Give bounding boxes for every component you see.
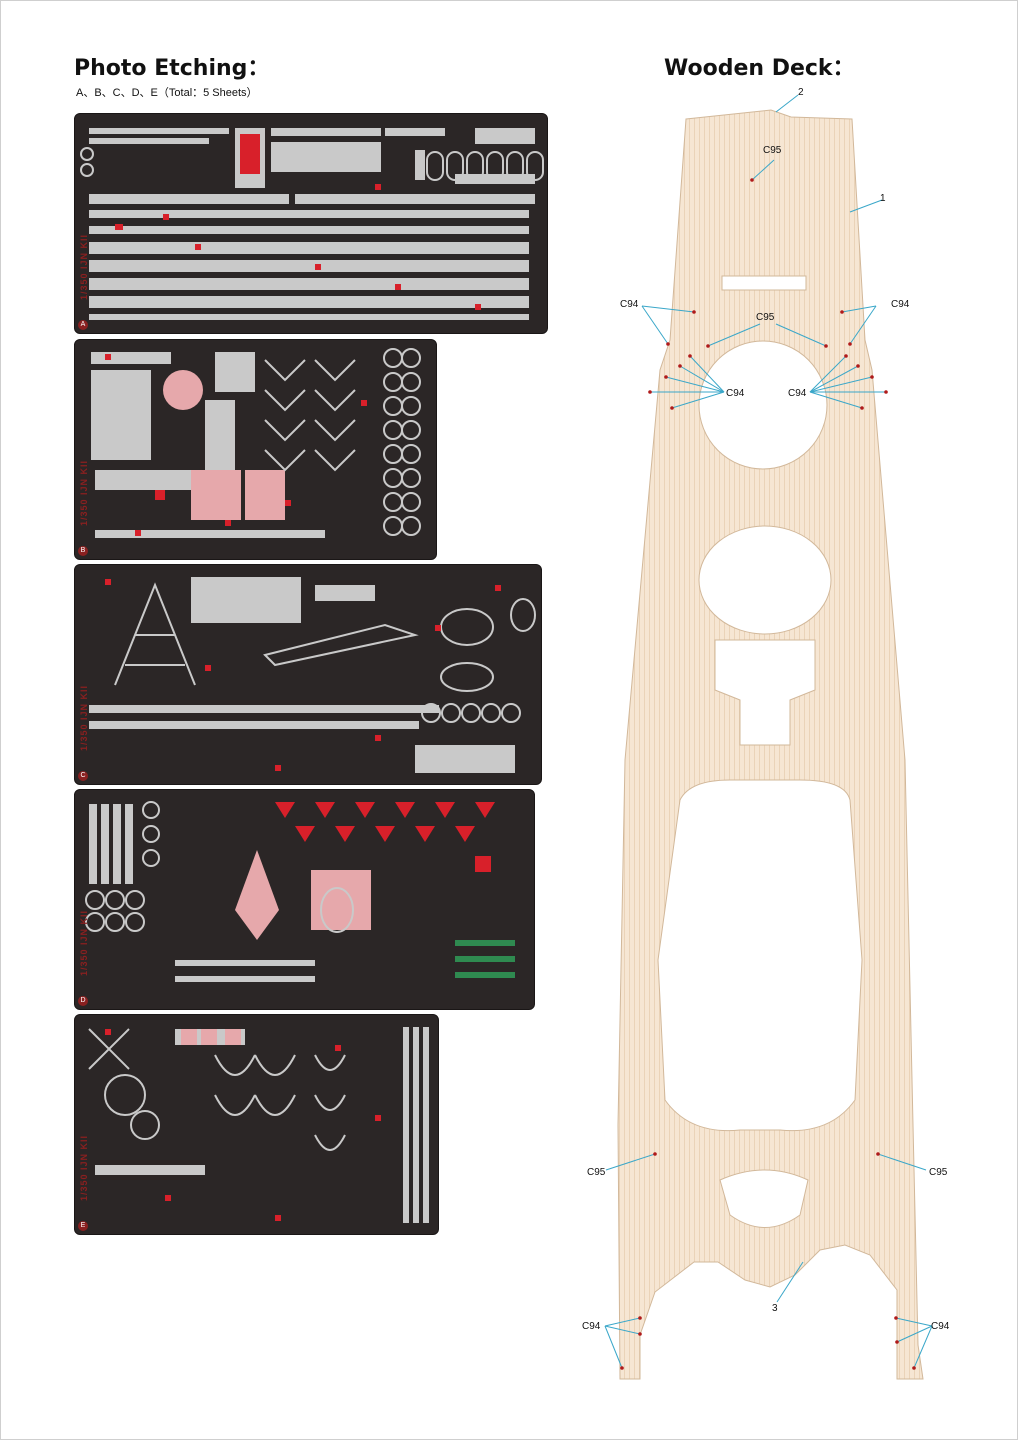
callout-c95-lower-right: C95 [929, 1167, 948, 1178]
pe-sheet-a-letter: A [78, 320, 88, 330]
callout-c95-mid: C95 [756, 312, 775, 323]
callout-c94-bottom-right: C94 [931, 1321, 950, 1332]
photo-etching-title: Photo Etching： [74, 56, 270, 81]
callout-c94-bottom-left: C94 [582, 1321, 601, 1332]
callout-c95-top: C95 [763, 145, 782, 156]
pe-sheet-a: 1/350 IJN KII A [74, 113, 548, 334]
callout-c94-upper-left: C94 [620, 299, 639, 310]
callout-c94-mid-right: C94 [788, 388, 807, 399]
pe-sheet-c-parts [89, 577, 536, 773]
pe-sheet-a-parts [80, 128, 544, 320]
callout-2: 2 [798, 87, 804, 98]
pe-sheet-b-parts [91, 348, 421, 538]
pe-sheet-c: 1/350 IJN KII C [74, 564, 542, 785]
callout-1: 1 [880, 193, 886, 204]
pe-sheet-d-parts [85, 801, 515, 982]
callout-c94-mid-left: C94 [726, 388, 745, 399]
callout-3: 3 [772, 1303, 778, 1314]
pe-sheet-e-letter: E [78, 1221, 88, 1231]
pe-sheet-d: 1/350 IJN KII D [74, 789, 535, 1010]
callout-c95-lower-left: C95 [587, 1167, 606, 1178]
pe-sheet-b-letter: B [78, 546, 88, 556]
pe-sheet-d-letter: D [78, 996, 88, 1006]
pe-sheet-e: 1/350 IJN KII E [74, 1014, 439, 1235]
callout-c94-upper-right: C94 [891, 299, 910, 310]
pe-sheet-e-parts [88, 1027, 429, 1223]
wooden-deck-title: Wooden Deck： [664, 56, 855, 81]
pe-sheet-c-letter: C [78, 771, 88, 781]
photo-etching-subtitle: A、B、C、D、E（Total：5 Sheets） [76, 87, 258, 99]
pe-sheet-b: 1/350 IJN KII B [74, 339, 437, 560]
